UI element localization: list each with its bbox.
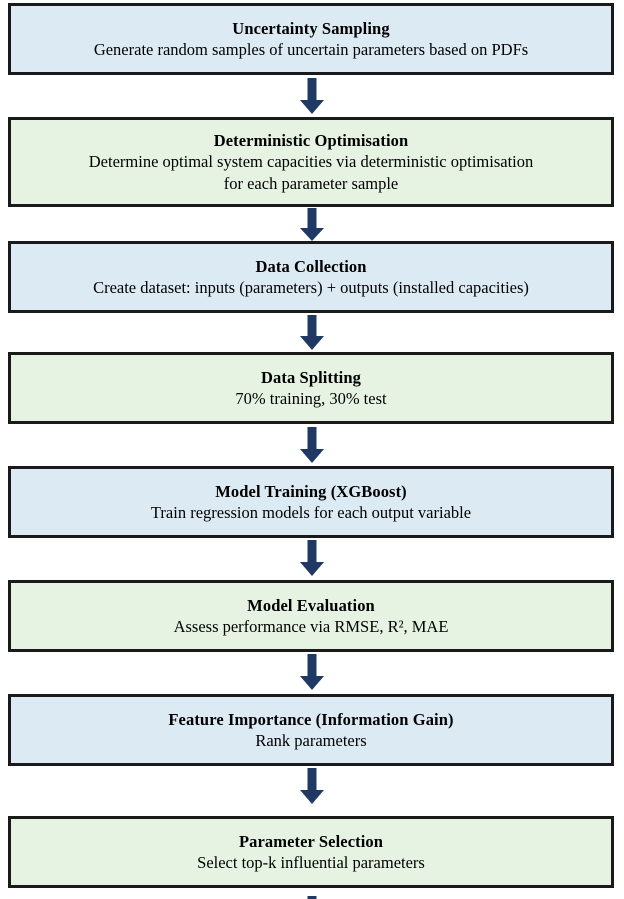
flow-step-deterministic-optimisation: Deterministic Optimisation Determine opt… [8, 117, 614, 207]
step-title: Parameter Selection [238, 831, 384, 851]
flow-step-data-splitting: Data Splitting 70% training, 30% test [8, 352, 614, 424]
down-arrow-icon-3 [297, 315, 327, 350]
flow-step-data-collection: Data Collection Create dataset: inputs (… [8, 241, 614, 313]
down-arrow-icon-8-clipped [297, 891, 327, 899]
flow-step-model-training: Model Training (XGBoost) Train regressio… [8, 466, 614, 538]
flow-step-uncertainty-sampling: Uncertainty Sampling Generate random sam… [8, 3, 614, 75]
step-title: Data Collection [255, 256, 367, 276]
step-title: Feature Importance (Information Gain) [168, 709, 454, 729]
step-description-line: for each parameter sample [223, 173, 399, 193]
flow-step-model-evaluation: Model Evaluation Assess performance via … [8, 580, 614, 652]
step-description-line: Assess performance via RMSE, R², MAE [173, 616, 449, 636]
down-arrow-icon-2 [297, 208, 327, 241]
step-title: Uncertainty Sampling [232, 18, 390, 38]
step-title: Data Splitting [261, 367, 361, 387]
down-arrow-icon-5 [297, 540, 327, 576]
step-description-line: Generate random samples of uncertain par… [93, 39, 529, 59]
down-arrow-icon-7 [297, 768, 327, 804]
down-arrow-icon-1 [297, 78, 327, 114]
step-description-line: Create dataset: inputs (parameters) + ou… [93, 277, 529, 297]
step-description-line: Determine optimal system capacities via … [88, 152, 534, 172]
step-description-line: Select top-k influential parameters [197, 852, 425, 872]
step-title: Deterministic Optimisation [213, 131, 409, 150]
step-title: Model Training (XGBoost) [215, 481, 407, 501]
flow-step-parameter-selection: Parameter Selection Select top-k influen… [8, 816, 614, 888]
down-arrow-icon-6 [297, 654, 327, 690]
step-title: Model Evaluation [247, 595, 375, 615]
down-arrow-icon-4 [297, 427, 327, 463]
step-description-line: 70% training, 30% test [235, 388, 387, 408]
step-description-line: Rank parameters [255, 730, 367, 750]
step-description-line: Train regression models for each output … [150, 502, 472, 522]
flow-step-feature-importance: Feature Importance (Information Gain) Ra… [8, 694, 614, 766]
